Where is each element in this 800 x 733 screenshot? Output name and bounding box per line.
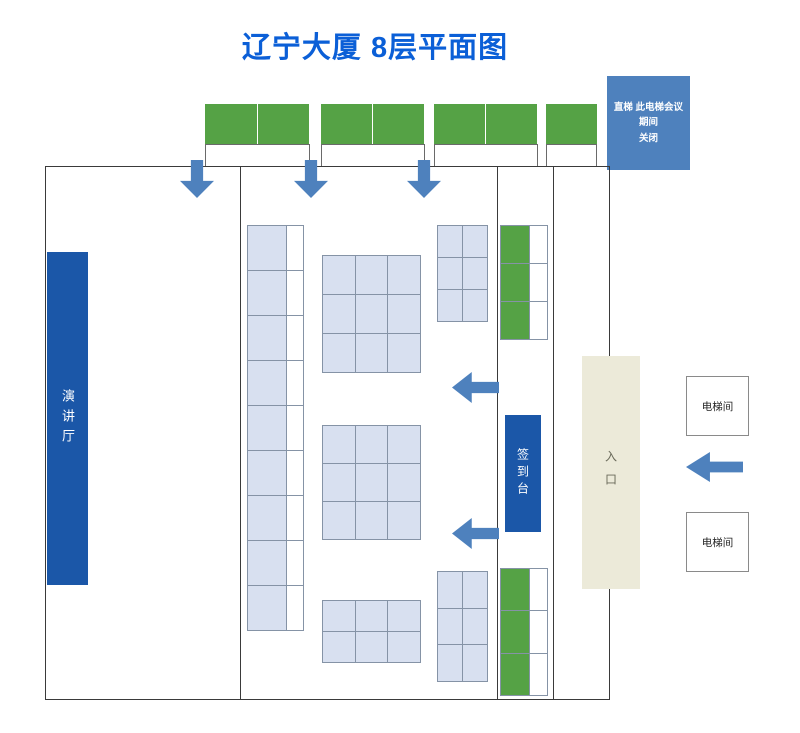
table-cell — [286, 586, 303, 630]
table-cell — [286, 361, 303, 405]
table-cell — [248, 406, 286, 450]
window-block — [486, 104, 537, 144]
signin-desk: 签到台 — [505, 415, 541, 532]
table-cell — [388, 502, 420, 539]
wall-divider — [240, 166, 241, 700]
table-cell — [323, 256, 355, 294]
table-cell — [530, 569, 547, 611]
wall-divider — [553, 166, 554, 700]
table-cell — [323, 295, 355, 333]
seating-column-left — [247, 225, 304, 631]
window-block — [321, 104, 372, 144]
corridor-cell — [434, 144, 538, 167]
window-block — [434, 104, 485, 144]
table-cell — [463, 572, 487, 608]
table-cell — [501, 264, 530, 301]
table-cell — [286, 406, 303, 450]
table-cell — [388, 256, 420, 294]
table-cell — [323, 502, 355, 539]
corridor-cell — [546, 144, 597, 167]
table-cell — [355, 334, 388, 372]
table-cell — [463, 645, 487, 681]
table-cell — [323, 601, 355, 631]
table-cell — [286, 451, 303, 495]
window-block — [546, 104, 597, 144]
table-cell — [248, 541, 286, 585]
table-cell — [286, 541, 303, 585]
corridor-cell — [321, 144, 425, 167]
window-block — [373, 104, 424, 144]
table-cell — [438, 608, 462, 645]
table-cell — [388, 295, 420, 333]
green-table-group-bottom — [500, 568, 548, 696]
table-cell — [530, 611, 547, 653]
table-cell — [355, 464, 388, 501]
table-cell — [355, 632, 388, 662]
corridor-cell — [205, 144, 310, 167]
table-cell — [355, 295, 388, 333]
table-cell — [438, 645, 462, 681]
table-cell — [438, 226, 462, 257]
table-cell — [438, 258, 462, 289]
table-cell — [438, 290, 462, 321]
table-cell — [463, 258, 487, 289]
table-group-top — [322, 255, 421, 373]
elevator-notice-line1: 直梯 此电梯会议期间 — [613, 102, 684, 129]
table-cell — [248, 361, 286, 405]
lecture-hall-room: 演讲厅 — [47, 252, 88, 585]
elevator-closed-notice: 直梯 此电梯会议期间 关闭 — [607, 76, 690, 170]
table-cell — [355, 426, 388, 463]
page-title: 辽宁大厦 8层平面图 — [241, 32, 509, 64]
table-cell — [323, 632, 355, 662]
table-cell — [463, 290, 487, 321]
elevator-room-bottom: 电梯间 — [686, 512, 749, 572]
window-block — [205, 104, 257, 144]
table-cell — [388, 632, 420, 662]
table-cell — [323, 334, 355, 372]
table-cell — [388, 426, 420, 463]
table-cell — [501, 302, 530, 339]
table-cell — [530, 226, 547, 263]
table-cell — [323, 464, 355, 501]
elevator-notice-line2: 关闭 — [638, 132, 658, 144]
wall-divider — [497, 166, 498, 700]
table-cell — [463, 608, 487, 645]
table-group-middle — [322, 425, 421, 540]
entrance-left-arrow-icon — [686, 452, 743, 482]
table-cell — [388, 334, 420, 372]
table-cell — [530, 302, 547, 339]
table-cell — [286, 496, 303, 540]
table-cell — [438, 572, 462, 608]
table-cell — [530, 653, 547, 695]
table-cell — [463, 226, 487, 257]
table-cell — [248, 496, 286, 540]
table-cell — [501, 226, 530, 263]
table-cell — [286, 316, 303, 360]
table-cell — [286, 226, 303, 270]
table-group-right-top — [437, 225, 488, 322]
table-cell — [248, 586, 286, 630]
elevator-room-top: 电梯间 — [686, 376, 749, 436]
table-cell — [355, 601, 388, 631]
table-cell — [501, 569, 530, 611]
table-cell — [248, 226, 286, 270]
table-cell — [355, 256, 388, 294]
table-cell — [530, 264, 547, 301]
table-cell — [248, 271, 286, 315]
table-group-bottom — [322, 600, 421, 663]
table-cell — [248, 316, 286, 360]
green-table-group-top — [500, 225, 548, 340]
entrance-area: 入口 — [582, 356, 640, 589]
table-cell — [501, 611, 530, 653]
table-cell — [388, 601, 420, 631]
table-cell — [286, 271, 303, 315]
window-block — [258, 104, 309, 144]
table-cell — [355, 502, 388, 539]
table-cell — [501, 653, 530, 695]
table-cell — [388, 464, 420, 501]
table-cell — [323, 426, 355, 463]
table-group-right-bottom — [437, 571, 488, 682]
table-cell — [248, 451, 286, 495]
